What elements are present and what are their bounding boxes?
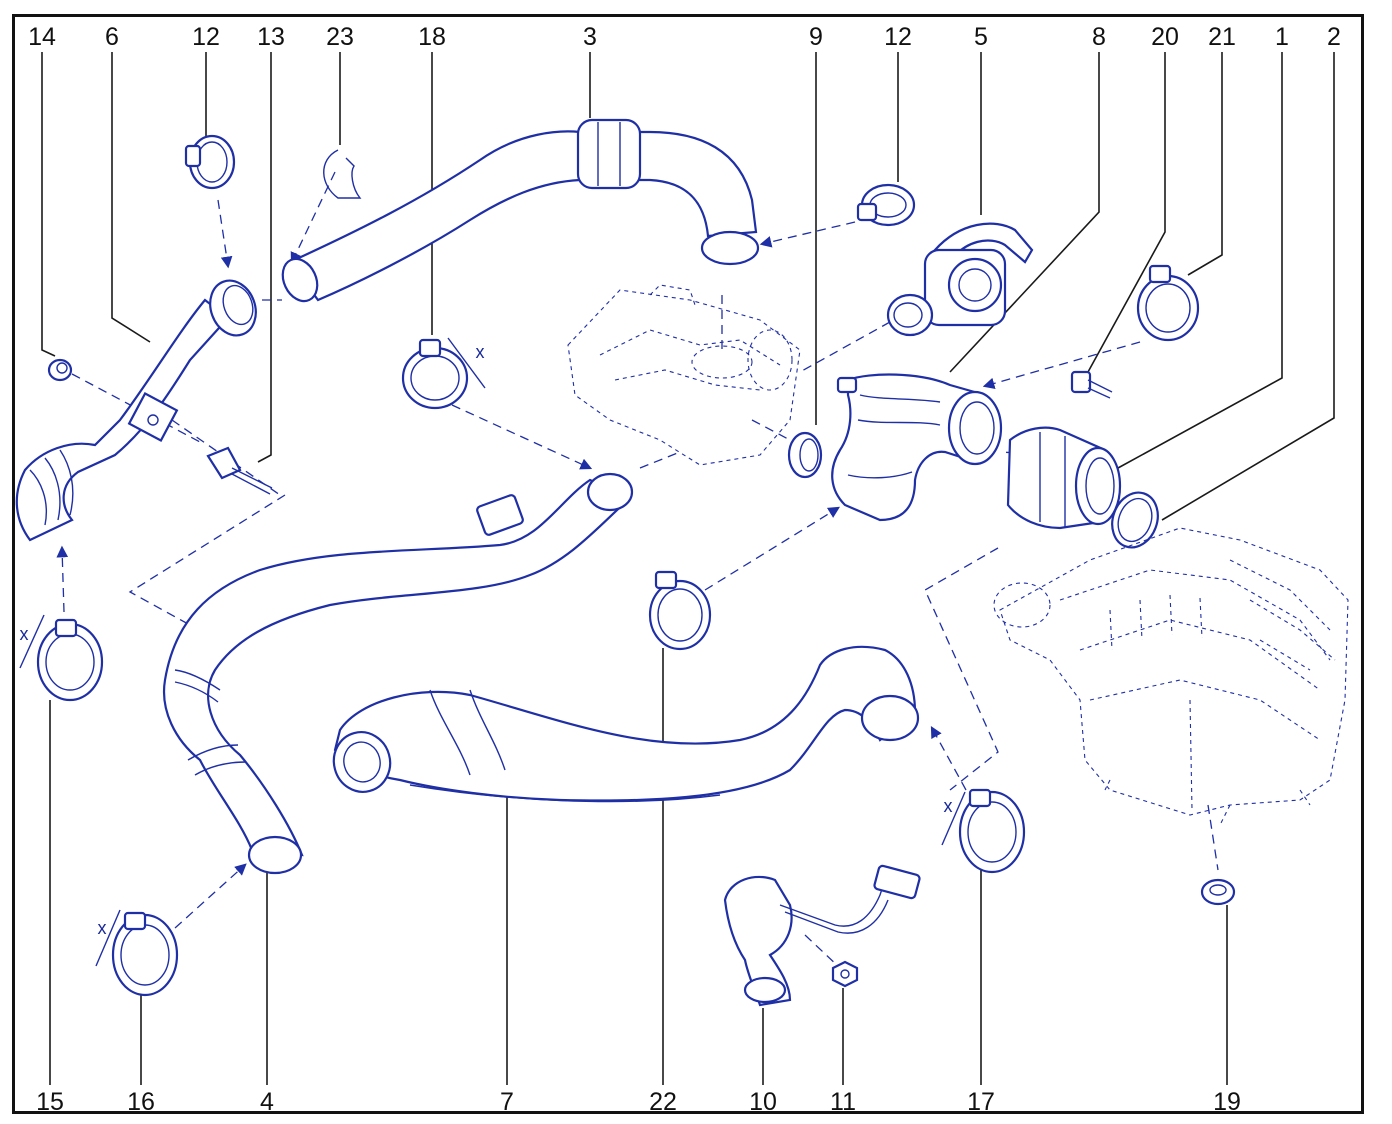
callout-23: 23	[326, 23, 354, 51]
callout-11: 11	[830, 1088, 856, 1116]
bottom-callouts: 15 16 4 7 22 10 11 17 19	[36, 1088, 1241, 1116]
part-16-clamp: x	[95, 909, 179, 997]
part-22-clamp	[648, 570, 712, 651]
callout-15: 15	[36, 1088, 64, 1116]
callout-22: 22	[649, 1088, 677, 1116]
dimension-x-17: x	[944, 796, 953, 816]
callout-2: 2	[1327, 23, 1341, 51]
part-23-spring-clip	[323, 149, 362, 199]
part-1-coupling	[1006, 426, 1122, 530]
callout-9: 9	[809, 23, 823, 51]
callout-8: 8	[1092, 23, 1106, 51]
part-18-clamp: x	[401, 337, 486, 410]
engine-block-ghost	[567, 284, 801, 466]
callout-4: 4	[260, 1088, 274, 1116]
callout-12b: 12	[884, 23, 912, 51]
part-4-middle-hose	[162, 472, 634, 875]
air-filter-housing-ghost	[993, 527, 1349, 826]
dimension-x-18: x	[476, 342, 485, 362]
part-6-hose	[15, 279, 257, 542]
part-17-clamp: x	[941, 788, 1026, 874]
part-13-bolt	[206, 446, 273, 495]
callout-7: 7	[500, 1088, 514, 1116]
part-21-clamp	[1136, 264, 1200, 342]
callout-16: 16	[127, 1088, 155, 1116]
part-2-oring	[1111, 491, 1159, 549]
part-3-upper-hose	[281, 118, 760, 303]
diagram-frame	[12, 14, 1364, 1114]
part-9-ring	[787, 431, 823, 479]
part-11-nut	[831, 960, 859, 988]
part-7-intake-duct	[332, 645, 920, 803]
leader-lines	[41, 52, 1335, 1085]
part-14-nut	[47, 358, 73, 382]
callout-18: 18	[418, 23, 446, 51]
part-12-clamp-right	[856, 183, 916, 227]
callout-19: 19	[1213, 1088, 1241, 1116]
callout-21: 21	[1208, 23, 1236, 51]
part-20-bolt	[1070, 370, 1113, 399]
callout-13: 13	[257, 23, 285, 51]
part-10-pipe-fitting	[723, 864, 921, 1007]
callout-3: 3	[583, 23, 597, 51]
callout-20: 20	[1151, 23, 1179, 51]
part-15-clamp: x	[19, 614, 104, 702]
dimension-x-16: x	[98, 918, 107, 938]
callout-1: 1	[1275, 23, 1289, 51]
part-12-clamp-left	[184, 134, 236, 190]
callout-14: 14	[28, 23, 56, 51]
callout-12: 12	[192, 23, 220, 51]
callout-5: 5	[974, 23, 988, 51]
part-5-valve	[886, 222, 1034, 337]
top-callouts: 14 6 12 13 23 18 3 9 12 5 8 20 21 1 2	[28, 23, 1341, 51]
callout-6: 6	[105, 23, 119, 51]
callout-10: 10	[749, 1088, 777, 1116]
callout-17: 17	[967, 1088, 995, 1116]
dimension-x-15: x	[20, 624, 29, 644]
part-19-grommet	[1200, 878, 1236, 906]
part-8-elbow-hose	[831, 373, 1003, 522]
